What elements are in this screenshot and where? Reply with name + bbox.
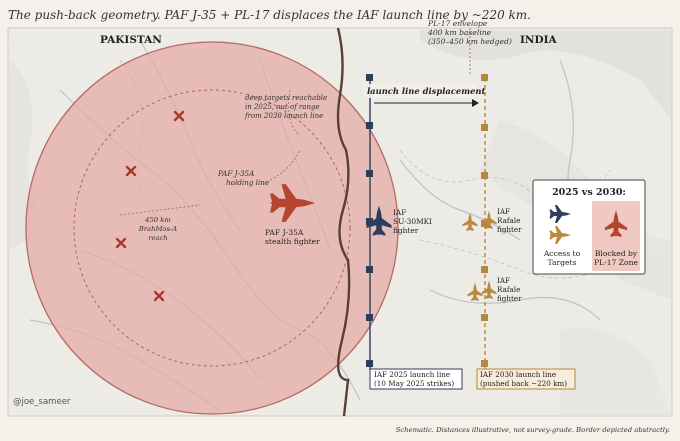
rafale-upper-line-3: fighter — [497, 225, 522, 234]
deep-targets-line-2: in 2025, out of range — [245, 103, 320, 111]
stealth-fighter-label: PAF J-35A stealth fighter — [265, 228, 320, 246]
rafale-lower-line-3: fighter — [497, 294, 522, 303]
target-markers — [115, 110, 185, 302]
deep-targets-line-1: deep targets reachable — [245, 94, 327, 102]
paf-j35a-jet-icon — [269, 184, 316, 222]
marker-2030 — [481, 172, 488, 179]
credit-label: @joe_sameer — [13, 397, 71, 407]
line-2030-label-1: IAF 2030 launch line — [480, 370, 556, 379]
marker-2030 — [481, 74, 488, 81]
iaf-su30-jet-icon — [366, 205, 392, 236]
annotation-leaders — [119, 28, 471, 216]
stealth-fighter-line-1: PAF J-35A — [265, 228, 304, 237]
legend-blocked-line-1: Blocked by — [595, 249, 638, 258]
legend-access-line-1: Access to — [543, 249, 581, 258]
holding-line-annotation: PAF J-35A holding line — [217, 169, 269, 187]
legend-box: 2025 vs 2030: Access to Targets Blocked … — [532, 179, 646, 275]
marker-2030 — [481, 314, 488, 321]
rafale-upper-line-2: Rafale — [497, 216, 520, 225]
iaf-rafale-jet-icon — [481, 280, 497, 299]
marker-2025 — [366, 122, 373, 129]
legend-gold-jet-icon — [549, 226, 571, 244]
rafale-lower-label: IAF Rafale fighter — [497, 276, 522, 303]
launch-line-2025-markers — [366, 74, 373, 367]
target-x-icon — [153, 290, 165, 302]
marker-2030 — [481, 124, 488, 131]
target-x-icon — [173, 110, 185, 122]
region-label-india: INDIA — [520, 34, 558, 46]
su30-line-2: SU-30MKI — [393, 217, 432, 226]
deep-targets-line-3: from 2030 launch line — [244, 112, 323, 120]
brahmos-line-3: reach — [148, 234, 168, 242]
legend-navy-jet-icon — [549, 205, 571, 223]
holding-line-label-1: PAF J-35A — [217, 169, 254, 178]
region-label-pakistan: PAKISTAN — [100, 34, 162, 46]
su30-line-1: IAF — [393, 208, 406, 217]
line-2030-label-2: (pushed back ~220 km) — [480, 379, 567, 388]
iaf-rafale-jet-icon — [467, 282, 483, 301]
marker-2025 — [366, 74, 373, 81]
su30-label: IAF SU-30MKI fighter — [393, 208, 432, 235]
brahmos-reach-circle — [73, 89, 351, 367]
marker-2025 — [366, 218, 373, 225]
target-x-icon — [115, 237, 127, 249]
rafale-lower-line-1: IAF — [497, 276, 510, 285]
marker-2025 — [366, 170, 373, 177]
brahmos-line-1: 450 km — [144, 216, 171, 224]
pl17-envelope-line-3: (350–450 km hedged) — [428, 37, 512, 46]
legend-red-jet-icon — [604, 210, 628, 238]
launch-line-2030-markers — [481, 74, 488, 367]
target-x-icon — [125, 165, 137, 177]
brahmos-annotation: 450 km BrahMos-A reach — [138, 216, 178, 242]
line-2025-label-1: IAF 2025 launch line — [374, 370, 450, 379]
rafale-upper-label: IAF Rafale fighter — [497, 207, 522, 234]
deep-targets-annotation: deep targets reachable in 2025, out of r… — [244, 94, 327, 120]
legend-blocked-line-2: PL-17 Zone — [594, 258, 639, 267]
pl17-envelope-line-1: PL-17 envelope — [427, 19, 488, 28]
launch-line-2030-label: IAF 2030 launch line (pushed back ~220 k… — [476, 368, 576, 390]
marker-2025 — [366, 360, 373, 367]
su30-line-3: fighter — [393, 226, 419, 235]
displacement-label: launch line displacement — [367, 86, 486, 96]
rafale-upper-line-1: IAF — [497, 207, 510, 216]
legend-title: 2025 vs 2030: — [552, 187, 626, 198]
pl17-envelope-annotation: PL-17 envelope 400 km baseline (350–450 … — [427, 19, 512, 46]
legend-access-line-2: Targets — [548, 258, 577, 267]
holding-line-label-2: holding line — [226, 178, 269, 187]
marker-2025 — [366, 314, 373, 321]
international-border — [336, 27, 351, 417]
marker-2025 — [366, 266, 373, 273]
marker-2030 — [481, 266, 488, 273]
launch-line-2025-label: IAF 2025 launch line (10 May 2025 strike… — [369, 368, 463, 390]
footnote: Schematic. Distances illustrative, not s… — [396, 426, 670, 434]
stealth-fighter-line-2: stealth fighter — [265, 237, 320, 246]
pl17-zone-circle — [25, 41, 399, 415]
line-2025-label-2: (10 May 2025 strikes) — [374, 379, 454, 388]
marker-2030 — [481, 360, 488, 367]
iaf-rafale-jet-icon — [481, 210, 497, 229]
brahmos-line-2: BrahMos-A — [138, 225, 178, 233]
launch-line-displacement-arrow: launch line displacement — [364, 84, 486, 107]
iaf-rafale-jet-icon — [462, 212, 478, 231]
chart-title: The push-back geometry. PAF J-35 + PL-17… — [8, 8, 531, 22]
marker-2030 — [481, 220, 488, 227]
rafale-lower-line-2: Rafale — [497, 285, 520, 294]
pl17-envelope-line-2: 400 km baseline — [427, 28, 492, 37]
